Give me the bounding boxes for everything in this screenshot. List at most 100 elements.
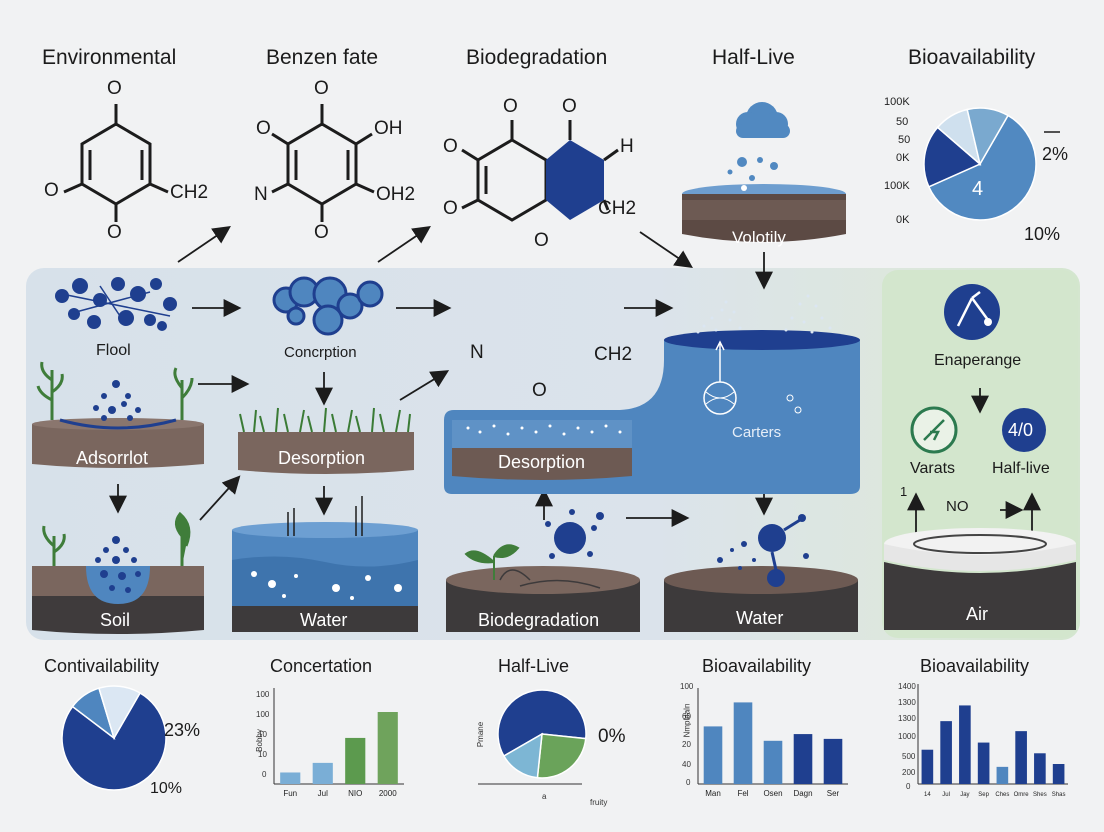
bioavail1-xtick-4: Ser bbox=[827, 789, 840, 798]
bio2-ytick-1: 1400 bbox=[898, 682, 916, 691]
concert-bar-3 bbox=[377, 712, 398, 784]
header-half-live: Half-Live bbox=[712, 46, 795, 69]
bio2-ytick-7: 0 bbox=[906, 782, 911, 791]
volatility-label: Volotily bbox=[732, 228, 786, 247]
label-half-live-panel: Half-live bbox=[992, 460, 1050, 477]
title-contivailability: Contivailability bbox=[44, 656, 160, 676]
bio2-ytick-4: 1000 bbox=[898, 732, 916, 741]
bioavail1-bar-2 bbox=[763, 740, 783, 784]
bio2-ytick-5: 500 bbox=[902, 752, 916, 761]
m3-hydrogen: H bbox=[620, 136, 634, 157]
m4-oxygen: O bbox=[532, 380, 547, 401]
bioavail1-xtick-1: Fel bbox=[737, 789, 748, 798]
bioavail2-bar-4 bbox=[996, 766, 1009, 784]
contiv-pie-slice-0 bbox=[61, 691, 167, 791]
contiv-label-a: 23% bbox=[164, 720, 201, 740]
m1-ch-group: CH2 bbox=[170, 182, 209, 203]
m3-oxygen-left2: O bbox=[443, 198, 458, 219]
bioavail2-xtick-0: 14 bbox=[924, 792, 931, 798]
header-environmental: Environmental bbox=[42, 46, 177, 69]
bioavail2-xtick-6: Shes bbox=[1033, 792, 1047, 798]
bioavail2-bar-7 bbox=[1052, 764, 1065, 784]
bioavail2-bar-3 bbox=[977, 742, 990, 784]
bioavail1-bar-3 bbox=[793, 734, 813, 784]
concert-xtick-0: Fun bbox=[283, 789, 297, 798]
halflive-yaxis: Pmane bbox=[476, 721, 486, 748]
m2-nitrogen: N bbox=[254, 184, 268, 205]
top-pie-label-right: 2% bbox=[1042, 144, 1069, 164]
top-pie-tick-1: 100K bbox=[884, 96, 910, 108]
title-concertation: Concertation bbox=[270, 656, 373, 676]
m2-oh-group: OH bbox=[374, 118, 403, 139]
top-pie-tick-5: 100K bbox=[884, 180, 910, 192]
halflive-xtick: a bbox=[542, 792, 547, 801]
bioavail2-bar-0 bbox=[921, 749, 934, 784]
concert-ytick-2: 100 bbox=[256, 710, 270, 719]
m3-oxygen-top1: O bbox=[503, 96, 518, 117]
m4-nitrogen: N bbox=[470, 342, 484, 363]
label-concrption: Concrption bbox=[284, 344, 357, 361]
concert-bar-1 bbox=[312, 762, 333, 784]
label-one: 1 bbox=[900, 484, 908, 499]
bioavail1-xtick-2: Osen bbox=[763, 789, 782, 798]
label-adsorrlot: Adsorrlot bbox=[76, 448, 149, 468]
bioavail2-xtick-7: Shas bbox=[1052, 792, 1066, 798]
bio1-ytick-1: 100 bbox=[680, 682, 694, 691]
title-bioavailability-chart2: Bioavailability bbox=[920, 656, 1030, 676]
title-half-live-chart: Half-Live bbox=[498, 656, 570, 676]
header-biodegradation: Biodegradation bbox=[466, 46, 608, 69]
concert-bar-0 bbox=[280, 772, 301, 784]
top-pie-tick-6: 0K bbox=[896, 214, 910, 226]
bioavail1-bar-4 bbox=[823, 738, 843, 784]
halflive-xaxis: fruity bbox=[590, 798, 608, 807]
title-bioavailability-chart1: Bioavailability bbox=[702, 656, 812, 676]
m1-oxygen-top: O bbox=[107, 78, 122, 99]
bioavail2-xtick-1: Jul bbox=[942, 792, 950, 798]
bioavail2-bar-6 bbox=[1034, 753, 1046, 784]
bio2-ytick-2: 1300 bbox=[898, 698, 916, 707]
label-no: NO bbox=[946, 498, 969, 515]
bioavail2-xtick-4: Ches bbox=[995, 792, 1009, 798]
label-desorption-water: Desorption bbox=[498, 452, 586, 472]
bioavail1-xtick-3: Dagn bbox=[793, 789, 812, 798]
bio1-ytick-2: 60 bbox=[682, 712, 691, 721]
bioavail1-xtick-0: Man bbox=[705, 789, 721, 798]
top-pie-slice-3 bbox=[966, 107, 1010, 167]
bioavail2-xtick-2: Jay bbox=[960, 792, 969, 798]
label-biodegradation-process: Biodegradation bbox=[478, 610, 600, 630]
m2-oxygen-bottom: O bbox=[314, 222, 329, 243]
halflive-label: 0% bbox=[598, 726, 626, 747]
bioavail2-xtick-3: Sep bbox=[978, 792, 989, 798]
bioavail1-bar-0 bbox=[703, 726, 723, 784]
concert-ytick-1: 100 bbox=[256, 690, 270, 699]
label-water-2: Water bbox=[736, 608, 784, 628]
half-live-badge: 4/0 bbox=[1008, 420, 1034, 440]
label-carters: Carters bbox=[732, 424, 782, 441]
top-pie-label-center: 4 bbox=[972, 178, 984, 200]
m2-oxygen-left: O bbox=[256, 118, 271, 139]
concert-ytick-5: 0 bbox=[262, 770, 267, 779]
contiv-label-b: 10% bbox=[150, 780, 183, 797]
bio2-ytick-6: 200 bbox=[902, 768, 916, 777]
bioavail2-bar-1 bbox=[940, 721, 952, 784]
label-water-1: Water bbox=[300, 610, 348, 630]
bio1-ytick-4: 40 bbox=[682, 760, 691, 769]
m2-oh2-group: OH2 bbox=[376, 184, 416, 205]
top-pie-slice-0 bbox=[927, 114, 1037, 221]
bioavail2-xtick-5: Omre bbox=[1014, 792, 1030, 798]
bio1-ytick-3: 20 bbox=[682, 740, 691, 749]
top-pie-slice-1 bbox=[923, 126, 982, 188]
m2-oxygen-top: O bbox=[314, 78, 329, 99]
bio2-ytick-3: 1300 bbox=[898, 714, 916, 723]
halflive-pie-slice-1 bbox=[536, 733, 587, 779]
header-benzen-fate: Benzen fate bbox=[266, 46, 379, 69]
halflive-pie-slice-2 bbox=[502, 732, 543, 779]
m4-ch-group: CH2 bbox=[594, 344, 633, 365]
concert-bar-2 bbox=[345, 737, 366, 784]
